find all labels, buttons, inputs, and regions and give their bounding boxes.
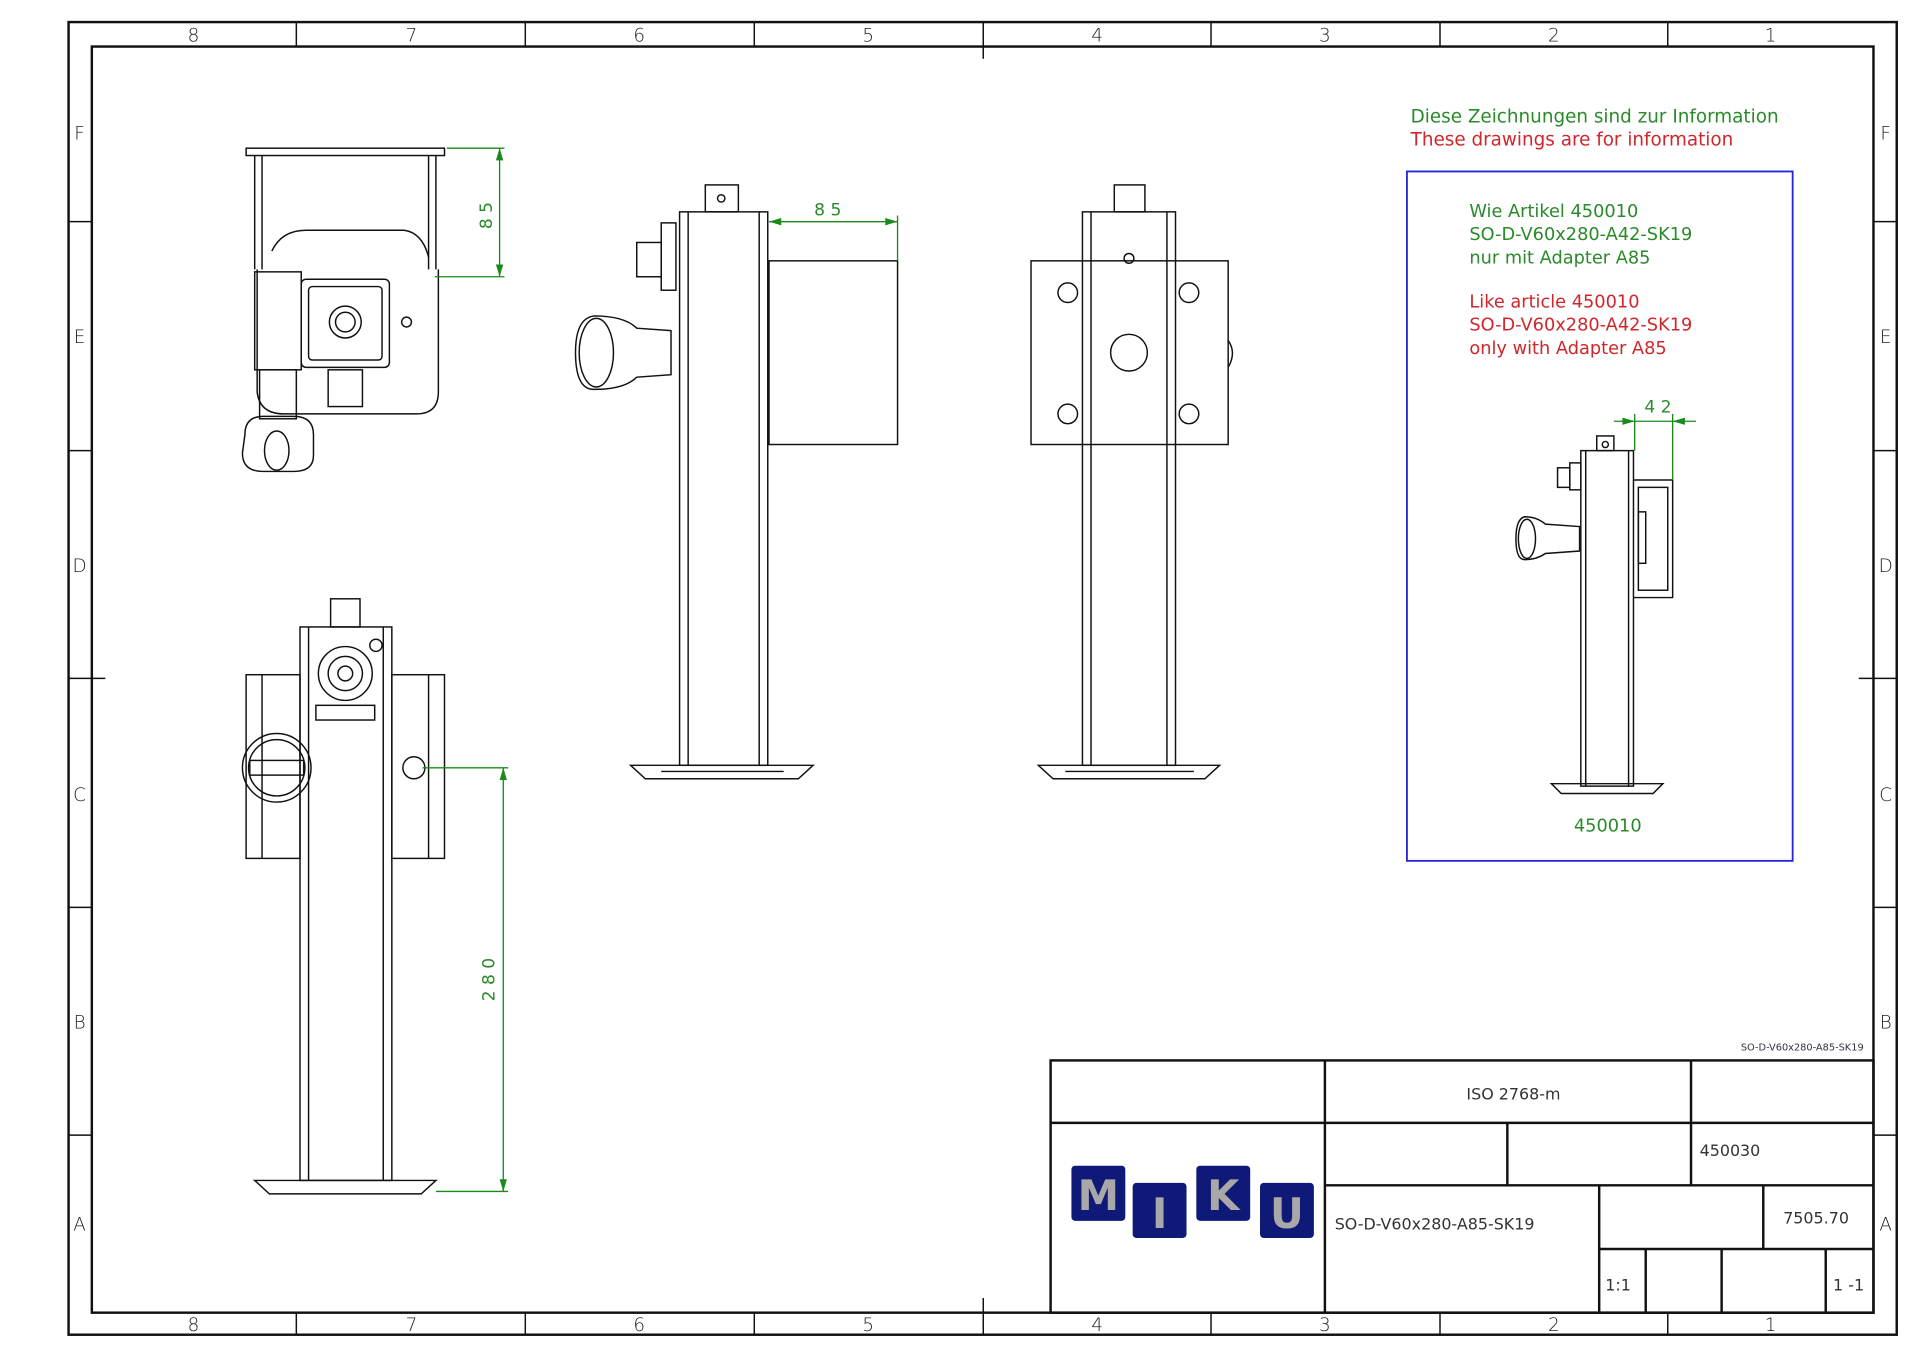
row-label-right: D — [1879, 556, 1893, 577]
col-label-bottom: 8 — [188, 1315, 200, 1336]
article-number: 450030 — [1700, 1141, 1761, 1160]
note-german: Diese Zeichnungen sind zur Information — [1411, 106, 1779, 127]
row-label-right: A — [1879, 1215, 1892, 1236]
inset-en-line: Like article 450010 — [1469, 292, 1639, 312]
row-label-left: B — [74, 1013, 86, 1034]
col-label-top: 1 — [1765, 26, 1777, 47]
tolerance-standard: ISO 2768-m — [1466, 1085, 1560, 1104]
inset-de-line: nur mit Adapter A85 — [1469, 248, 1650, 268]
svg-text:M: M — [1078, 1171, 1119, 1220]
top-view — [241, 147, 446, 473]
inset-drawing — [1515, 435, 1674, 795]
dimension-label: 2 8 0 — [480, 958, 500, 1002]
row-label-right: C — [1879, 785, 1892, 806]
row-label-left: D — [73, 556, 87, 577]
col-label-top: 5 — [862, 26, 874, 47]
dimension-height: 2 8 0 — [422, 767, 509, 1193]
svg-text:U: U — [1270, 1189, 1304, 1238]
small-reference: SO-D-V60x280-A85-SK19 — [1741, 1043, 1864, 1054]
row-label-left: E — [74, 327, 86, 348]
inset-en-line: SO-D-V60x280-A42-SK19 — [1469, 316, 1692, 336]
sheet-number: 1 -1 — [1833, 1276, 1864, 1295]
inset-dimension: 4 2 — [1644, 398, 1671, 418]
col-label-bottom: 4 — [1091, 1315, 1103, 1336]
col-label-bottom: 3 — [1319, 1315, 1331, 1336]
part-name: SO-D-V60x280-A85-SK19 — [1335, 1214, 1535, 1233]
col-label-top: 3 — [1319, 26, 1331, 47]
col-label-top: 2 — [1548, 26, 1560, 47]
row-label-right: F — [1880, 124, 1891, 145]
note-english: These drawings are for information — [1410, 130, 1734, 151]
col-label-bottom: 7 — [406, 1315, 418, 1336]
scale: 1:1 — [1605, 1276, 1631, 1295]
miku-logo: M I K U — [1071, 1165, 1314, 1238]
rear-view — [241, 598, 446, 1195]
inset-box: Wie Artikel 450010 SO-D-V60x280-A42-SK19… — [1406, 170, 1794, 862]
inset-de-line: Wie Artikel 450010 — [1469, 202, 1638, 222]
row-label-right: E — [1880, 327, 1892, 348]
svg-text:K: K — [1207, 1171, 1241, 1220]
col-label-top: 4 — [1091, 26, 1103, 47]
inset-en-line: only with Adapter A85 — [1469, 339, 1666, 359]
dimension-label: 8 5 — [477, 202, 497, 229]
side-view — [574, 184, 899, 780]
col-label-top: 8 — [188, 26, 200, 47]
svg-text:I: I — [1152, 1189, 1168, 1238]
inset-de-line: SO-D-V60x280-A42-SK19 — [1469, 225, 1692, 245]
row-label-right: B — [1880, 1013, 1892, 1034]
front-view — [1030, 184, 1234, 780]
col-label-bottom: 1 — [1765, 1315, 1777, 1336]
row-label-left: C — [73, 785, 86, 806]
col-label-bottom: 5 — [862, 1315, 874, 1336]
col-label-top: 7 — [406, 26, 418, 47]
drawing-frame: 8 7 6 5 4 3 2 1 8 7 6 5 4 3 2 1 F E D C … — [67, 20, 1898, 1336]
col-label-top: 6 — [633, 26, 645, 47]
col-label-bottom: 2 — [1548, 1315, 1560, 1336]
col-label-bottom: 6 — [633, 1315, 645, 1336]
row-label-left: F — [74, 124, 85, 145]
drawing-number: 7505.70 — [1783, 1208, 1849, 1227]
inset-caption: 450010 — [1574, 816, 1642, 836]
dimension-top-view: 8 5 — [434, 147, 505, 278]
dimension-label: 8 5 — [814, 201, 841, 221]
dimension-side-view: 8 5 — [768, 201, 899, 261]
row-label-left: A — [73, 1215, 86, 1236]
title-block: ISO 2768-m 450030 SO-D-V60x280-A85-SK19 … — [1049, 1059, 1875, 1314]
